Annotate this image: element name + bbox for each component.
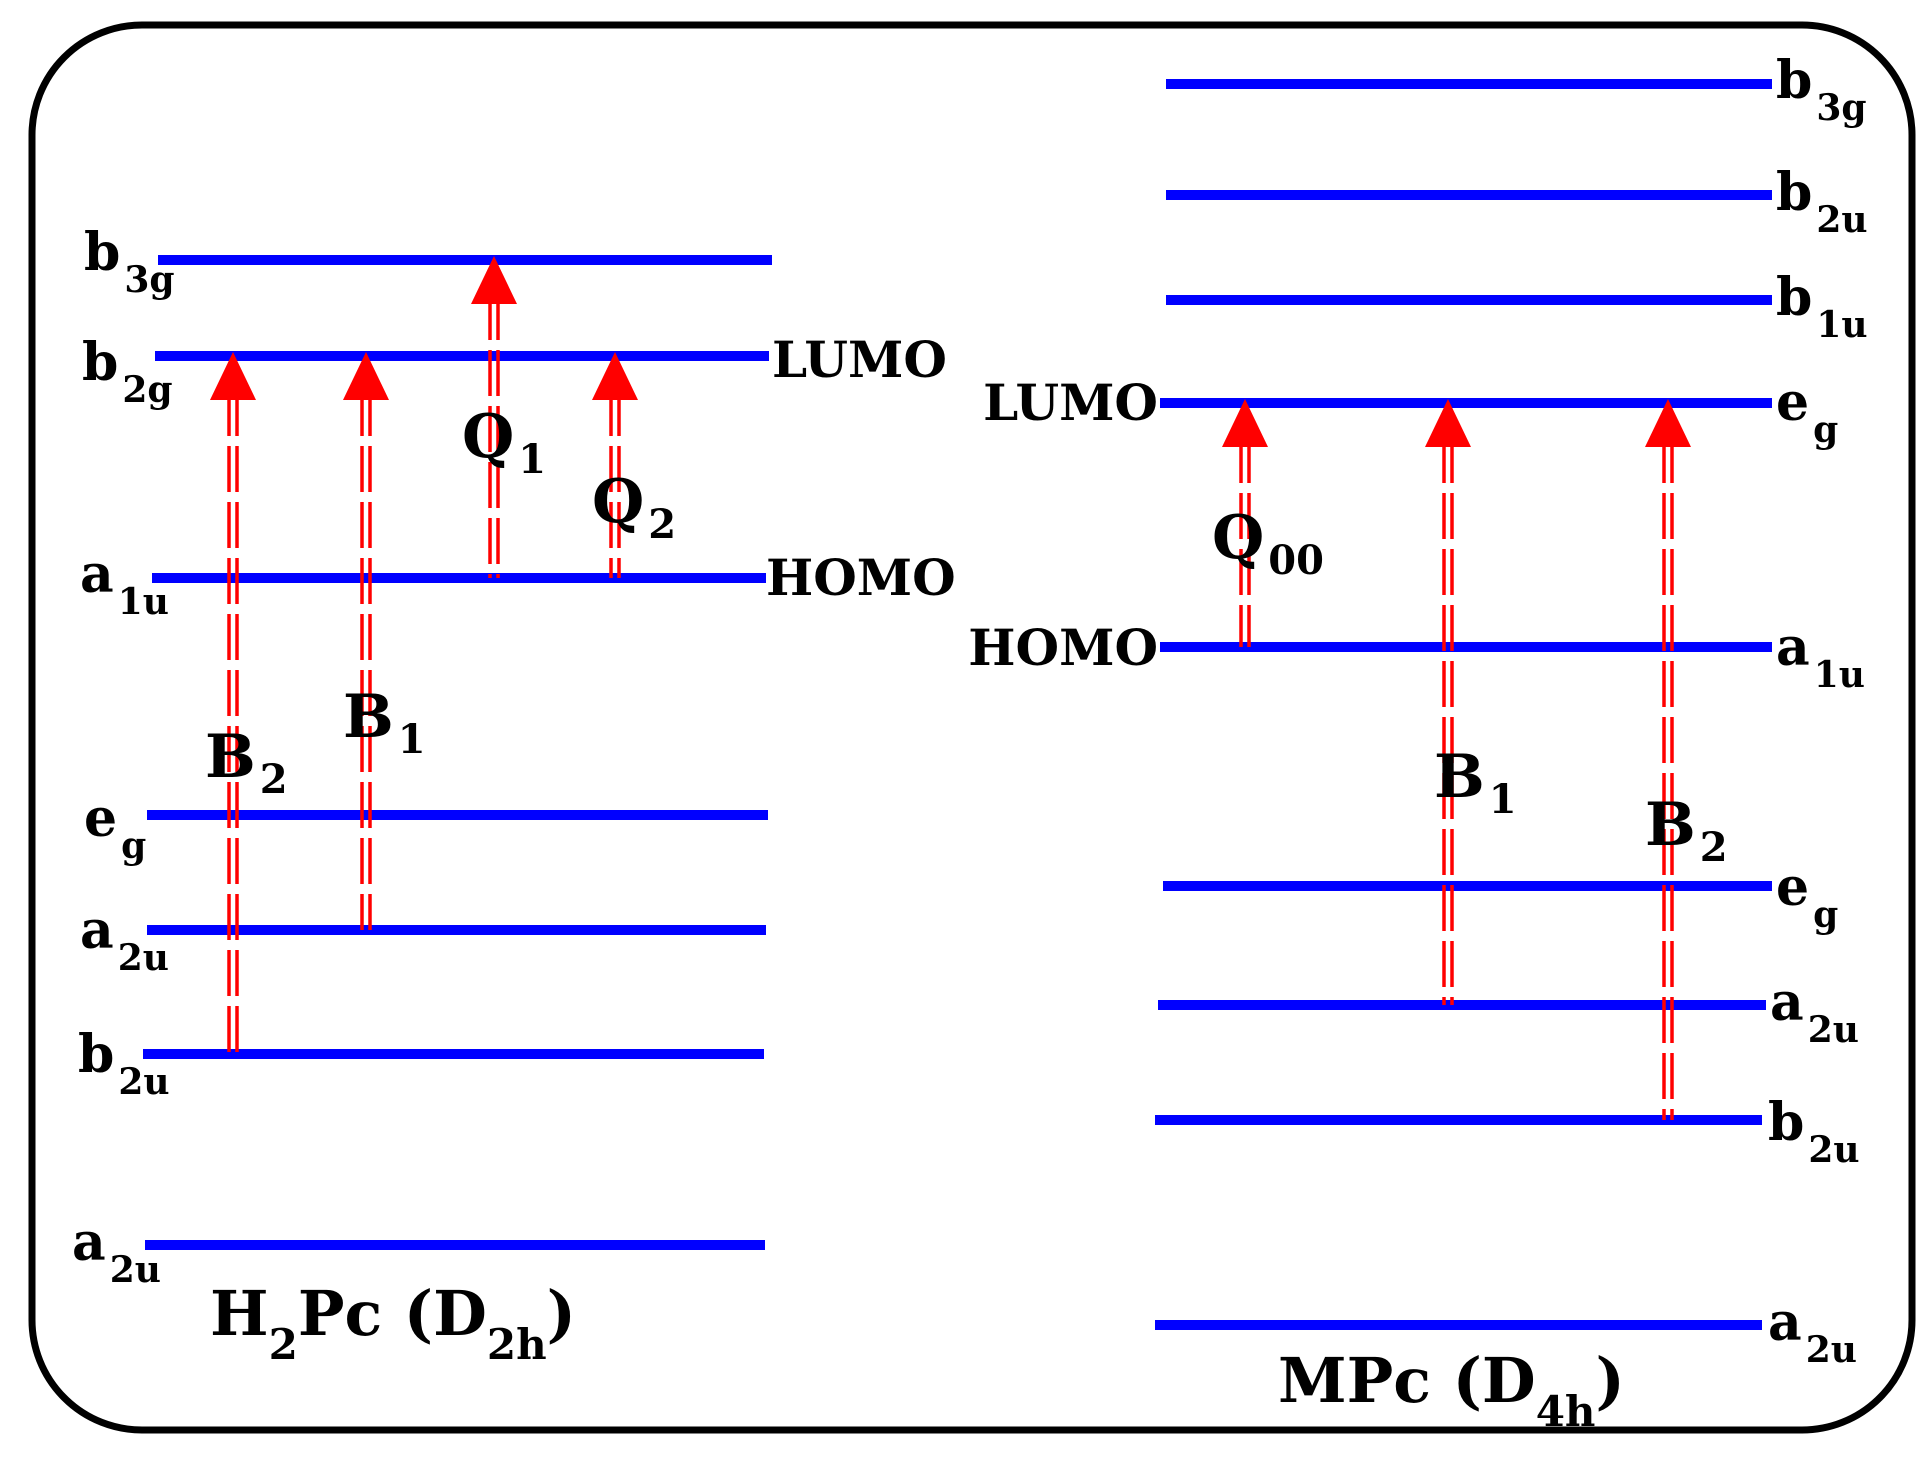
mpc-lumo-label: LUMO	[983, 373, 1158, 432]
h2pc-arrow-q1	[471, 256, 517, 578]
mpc-homo-label: HOMO	[968, 618, 1158, 677]
h2pc-homo-label: HOMO	[766, 548, 956, 607]
h2pc-arrow-b2	[210, 352, 256, 1054]
mpc-arrow-b1	[1425, 399, 1471, 1005]
mpc-arrow-b2	[1645, 399, 1691, 1120]
mpc-title: MPc (D4h)	[1278, 1344, 1625, 1436]
h2pc-arrow-b1	[343, 352, 389, 930]
mpc-arrow-q00	[1222, 399, 1268, 647]
h2pc-title: H2Pc (D2h)	[210, 1277, 576, 1369]
h2pc-lumo-label: LUMO	[772, 330, 947, 389]
diagram-frame	[28, 21, 1916, 1434]
h2pc-arrow-q2	[592, 352, 638, 578]
